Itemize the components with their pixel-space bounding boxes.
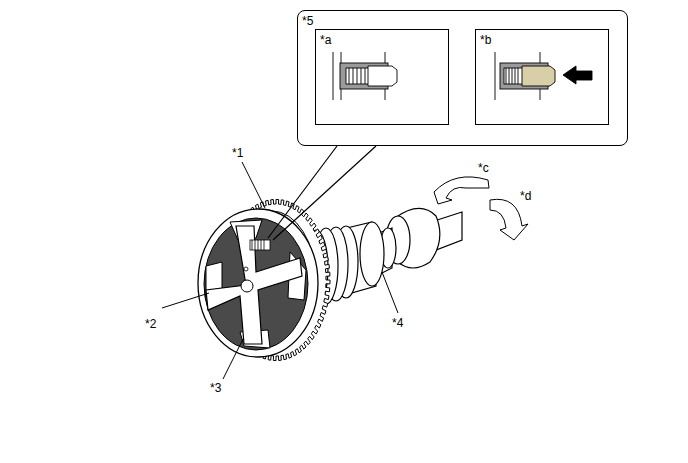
- rotor-vanes: [206, 226, 302, 344]
- push-arrow: [563, 66, 592, 84]
- lock-pin-spring: [252, 240, 264, 250]
- detail-box: *b: [475, 29, 609, 125]
- lock-pin-head: [368, 66, 397, 86]
- lock-pin-body: [250, 240, 270, 250]
- callout-number: *3: [210, 381, 221, 395]
- callout-number: *4: [392, 316, 403, 330]
- callout-number: *c: [478, 161, 489, 175]
- callout-number: *1: [232, 146, 243, 160]
- callout-tail: [268, 146, 376, 240]
- housing-ring: [198, 209, 318, 357]
- pin-detail-locked: [333, 52, 397, 100]
- rotor-hub: [241, 280, 253, 292]
- callout-letter: *a: [316, 31, 331, 47]
- callout-letter: *b: [476, 31, 491, 47]
- leader-lines: [162, 162, 398, 379]
- pin-spring: [506, 68, 518, 84]
- collar-face: [360, 222, 384, 286]
- callout-letter: *5: [298, 12, 313, 28]
- callout-number: *d: [520, 189, 531, 203]
- rotation-arrow: [434, 177, 489, 204]
- leader-line: [223, 339, 243, 379]
- leader-line: [382, 272, 398, 313]
- housing-shoes: [206, 220, 306, 348]
- callout-box: *5*a *b: [297, 10, 628, 146]
- detail-box: *a: [315, 29, 449, 125]
- lock-pin-head: [522, 66, 555, 86]
- pin-spring: [349, 68, 365, 84]
- callout-number: *2: [145, 317, 156, 331]
- leader-line: [242, 162, 265, 208]
- rotation-arrow: [490, 199, 528, 240]
- rotor-hole: [244, 267, 248, 271]
- housing-chamber: [204, 218, 308, 350]
- lock-pin: [250, 240, 270, 250]
- pin-detail-released: [495, 52, 592, 100]
- leader-line: [162, 293, 209, 308]
